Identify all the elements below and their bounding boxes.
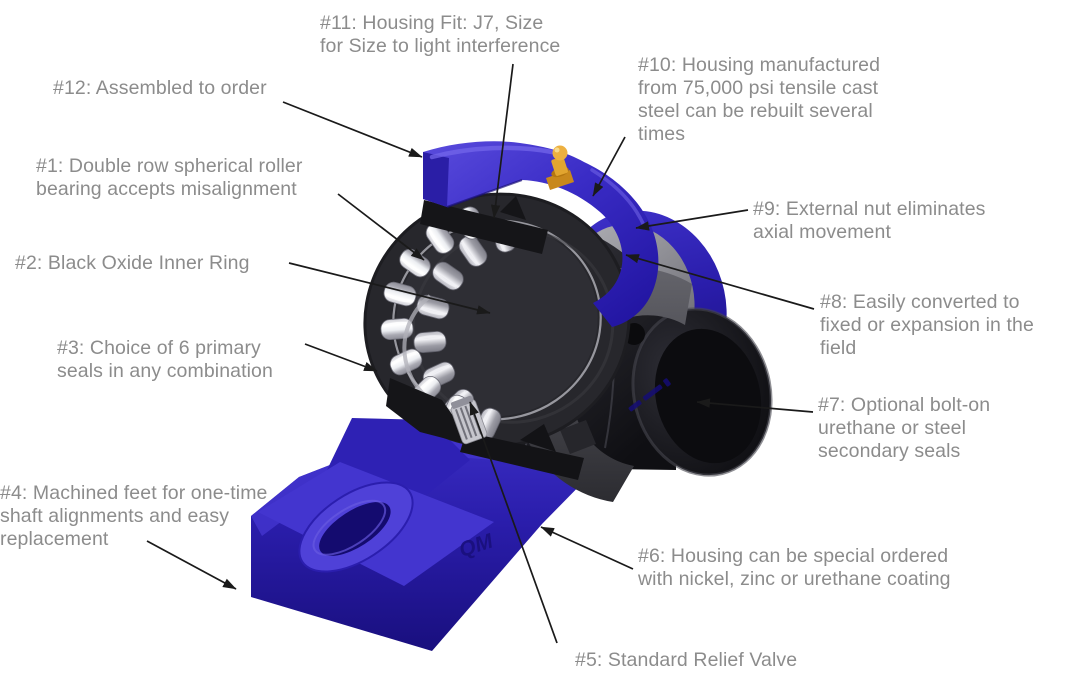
callout-line: urethane or steel <box>818 417 967 439</box>
callout-line: #7: Optional bolt-on <box>818 394 991 416</box>
callout-line: #10: Housing manufactured <box>638 54 881 76</box>
leader-arrows <box>146 63 815 644</box>
callout-10: #10: Housing manufactured from 75,000 ps… <box>638 54 880 146</box>
callout-6: #6: Housing can be special ordered with … <box>638 545 951 591</box>
callout-line: with nickel, zinc or urethane coating <box>638 568 951 590</box>
leader-arrow-4 <box>146 540 237 590</box>
leader-arrow-10 <box>592 136 626 197</box>
callout-9: #9: External nut eliminates axial moveme… <box>753 198 986 244</box>
grease-fitting <box>546 145 574 190</box>
callout-12: #12: Assembled to order <box>53 77 267 100</box>
callout-2: #2: Black Oxide Inner Ring <box>15 252 250 275</box>
callout-line: bearing accepts misalignment <box>36 178 297 200</box>
leader-arrow-12 <box>282 101 423 158</box>
leader-arrow-6 <box>540 526 634 570</box>
callout-1: #1: Double row spherical roller bearing … <box>36 155 302 201</box>
callout-line: #3: Choice of 6 primary <box>57 337 261 359</box>
callout-line: replacement <box>0 528 109 550</box>
spherical-roller-bearing <box>363 192 631 448</box>
callout-line: axial movement <box>753 221 891 243</box>
callout-line: seals in any combination <box>57 360 273 382</box>
shaft-bore <box>631 307 773 477</box>
leader-arrow-7 <box>696 398 814 413</box>
callout-line: #1: Double row spherical roller <box>36 155 303 177</box>
callout-line: #2: Black Oxide Inner Ring <box>15 252 250 274</box>
callout-line: times <box>638 123 686 145</box>
callout-11: #11: Housing Fit: J7, Size for Size to l… <box>320 12 560 58</box>
callout-line: steel can be rebuilt several <box>638 100 873 122</box>
callout-7: #7: Optional bolt-on urethane or steel s… <box>818 394 990 463</box>
callout-line: #9: External nut eliminates <box>753 198 986 220</box>
callout-4: #4: Machined feet for one-time shaft ali… <box>0 482 267 551</box>
callout-line: shaft alignments and easy <box>0 505 230 527</box>
leader-arrow-2 <box>288 262 491 315</box>
callout-line: #6: Housing can be special ordered <box>638 545 949 567</box>
callout-line: for Size to light interference <box>320 35 561 57</box>
callout-5: #5: Standard Relief Valve <box>575 649 797 672</box>
leader-arrow-1 <box>337 193 425 261</box>
foot-stamp-marks <box>628 378 671 412</box>
leader-arrow-5 <box>469 401 558 644</box>
callout-8: #8: Easily converted to fixed or expansi… <box>820 291 1034 360</box>
callout-line: #11: Housing Fit: J7, Size <box>320 12 544 34</box>
callout-line: secondary seals <box>818 440 961 462</box>
callout-line: #8: Easily converted to <box>820 291 1020 313</box>
leader-arrow-3 <box>304 343 378 372</box>
callout-line: #12: Assembled to order <box>53 77 267 99</box>
leader-arrow-11 <box>490 63 514 219</box>
bolt-slot <box>298 481 414 573</box>
leader-arrow-9 <box>635 209 749 231</box>
callout-line: fixed or expansion in the <box>820 314 1034 336</box>
callout-3: #3: Choice of 6 primary seals in any com… <box>57 337 273 383</box>
leader-arrow-8 <box>625 254 815 310</box>
callout-line: from 75,000 psi tensile cast <box>638 77 879 99</box>
callout-line: #5: Standard Relief Valve <box>575 649 798 671</box>
callout-line: field <box>820 337 857 359</box>
callout-line: #4: Machined feet for one-time <box>0 482 268 504</box>
